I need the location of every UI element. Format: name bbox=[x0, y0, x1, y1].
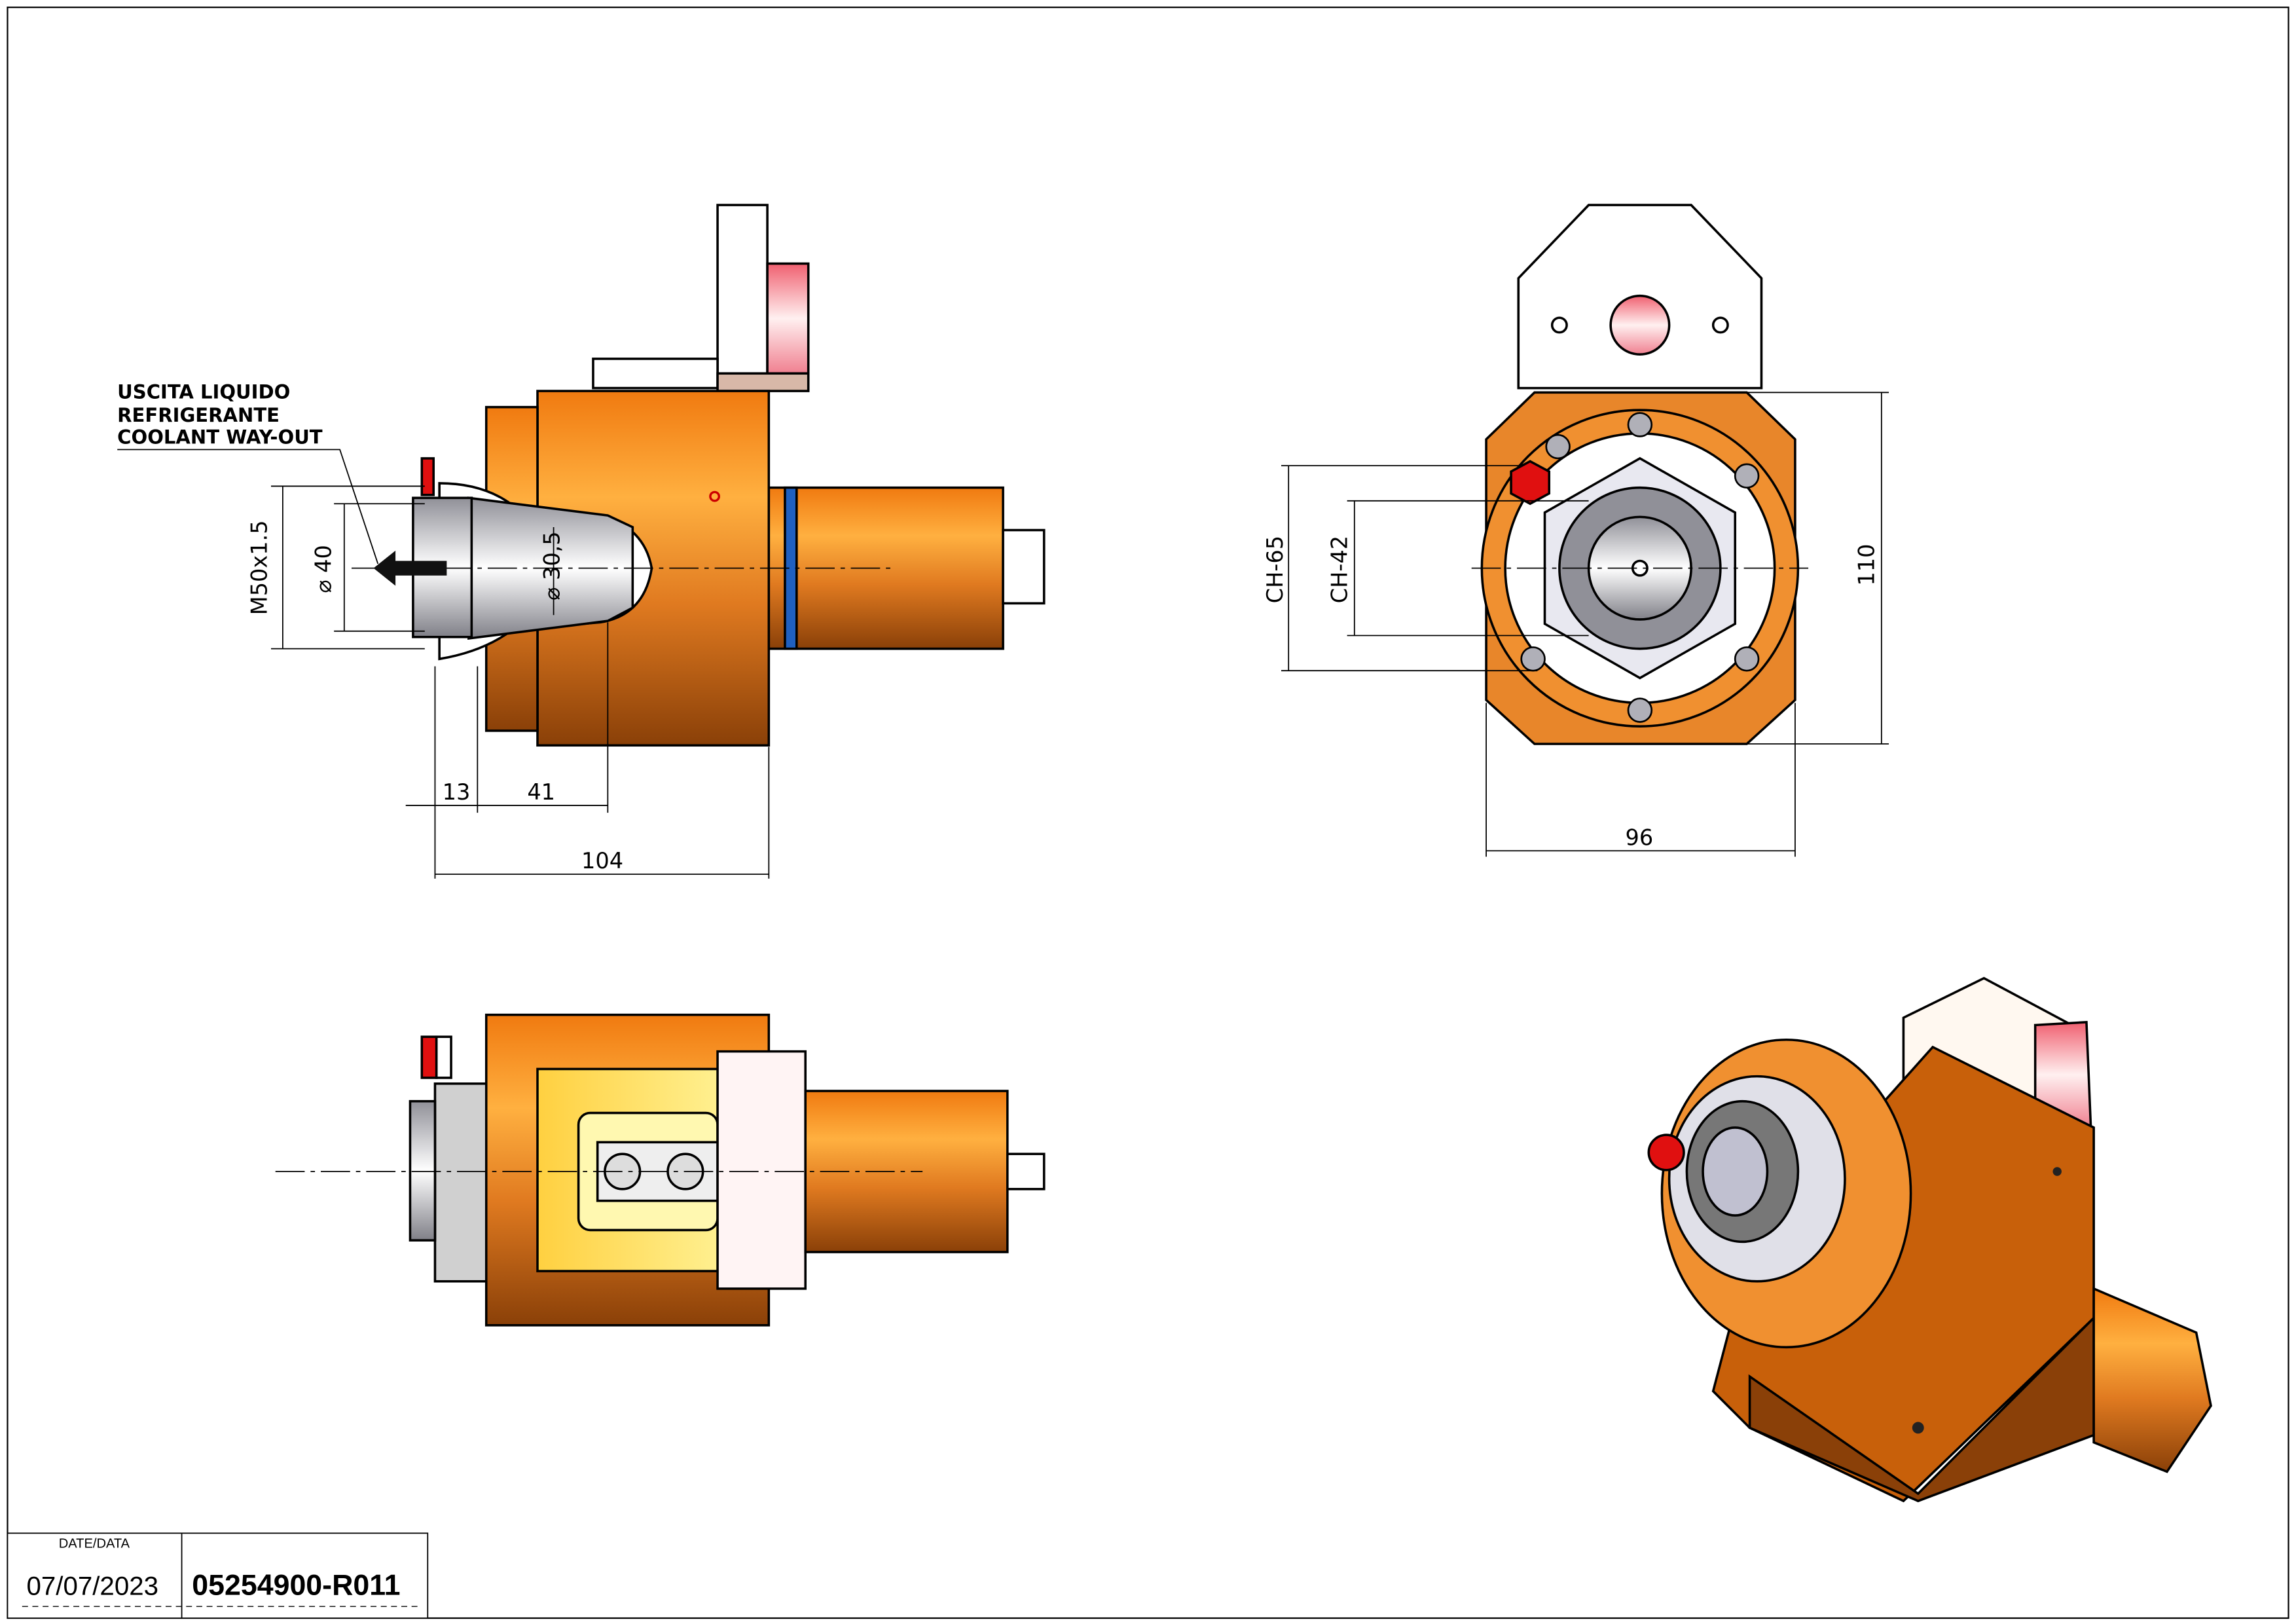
dim-104: 104 bbox=[581, 848, 623, 874]
isometric-view bbox=[1647, 976, 2212, 1503]
dim-13: 13 bbox=[443, 779, 471, 805]
note-line-3: COOLANT WAY-OUT bbox=[117, 426, 323, 449]
coolant-arrow-icon bbox=[373, 550, 447, 586]
end-view bbox=[1471, 204, 1809, 745]
end-view-dimensions: CH-65 CH-42 110 96 bbox=[1262, 392, 1889, 857]
top-view bbox=[275, 1013, 1046, 1327]
sheet-border bbox=[7, 7, 2289, 1619]
dim-dia40: ⌀ 40 bbox=[311, 545, 337, 593]
date-value: 07/07/2023 bbox=[27, 1571, 158, 1600]
dim-96: 96 bbox=[1626, 824, 1654, 850]
dim-110: 110 bbox=[1854, 544, 1880, 585]
dim-ch65: CH-65 bbox=[1262, 536, 1288, 603]
dim-dia30-5: ⌀ 30,5 bbox=[539, 531, 565, 600]
note-line-2: REFRIGERANTE bbox=[117, 404, 280, 426]
side-view-dimensions: M50x1.5 ⌀ 40 ⌀ 30,5 13 41 104 bbox=[246, 485, 770, 879]
coolant-note: USCITA LIQUIDO REFRIGERANTE COOLANT WAY-… bbox=[117, 380, 379, 564]
title-block: DATE/DATA 07/07/2023 05254900-R011 bbox=[7, 1532, 429, 1619]
date-label: DATE/DATA bbox=[59, 1537, 130, 1551]
dim-thread: M50x1.5 bbox=[246, 520, 272, 615]
side-view bbox=[351, 204, 1046, 747]
note-line-1: USCITA LIQUIDO bbox=[117, 380, 290, 403]
part-number: 05254900-R011 bbox=[192, 1569, 400, 1601]
dim-41: 41 bbox=[527, 779, 555, 805]
dim-ch42: CH-42 bbox=[1327, 536, 1353, 603]
